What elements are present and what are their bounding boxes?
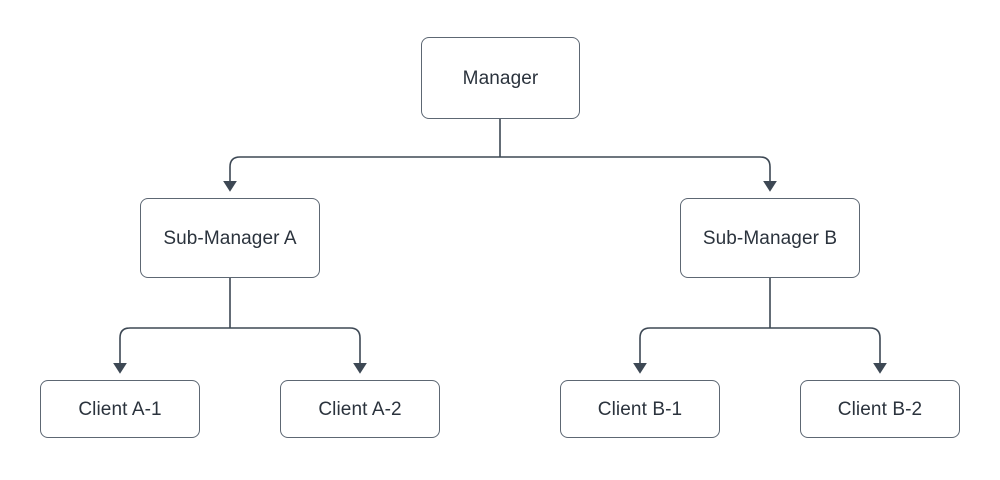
node-manager-label: Manager	[462, 67, 539, 89]
node-sub-manager-b-label: Sub-Manager B	[702, 227, 838, 249]
node-client-a-1-label: Client A-1	[78, 398, 162, 420]
node-manager[interactable]: Manager	[421, 37, 580, 119]
edge-sub-b-to-client-b2	[770, 327, 887, 374]
node-sub-manager-a-label: Sub-Manager A	[163, 227, 297, 249]
node-sub-manager-b[interactable]: Sub-Manager B	[680, 198, 860, 278]
node-sub-manager-a[interactable]: Sub-Manager A	[140, 198, 320, 278]
node-client-b-1-label: Client B-1	[597, 398, 683, 420]
node-client-b-2[interactable]: Client B-2	[800, 380, 960, 438]
node-client-b-2-label: Client B-2	[837, 398, 923, 420]
edge-manager-to-sub-b	[500, 156, 777, 192]
edge-sub-a-to-client-a1	[113, 327, 230, 374]
node-client-b-1[interactable]: Client B-1	[560, 380, 720, 438]
edge-sub-b-to-client-b1	[633, 327, 770, 374]
node-client-a-1[interactable]: Client A-1	[40, 380, 200, 438]
node-client-a-2[interactable]: Client A-2	[280, 380, 440, 438]
edge-manager-to-sub-a	[223, 156, 500, 192]
edge-sub-a-to-client-a2	[230, 327, 367, 374]
node-client-a-2-label: Client A-2	[318, 398, 402, 420]
